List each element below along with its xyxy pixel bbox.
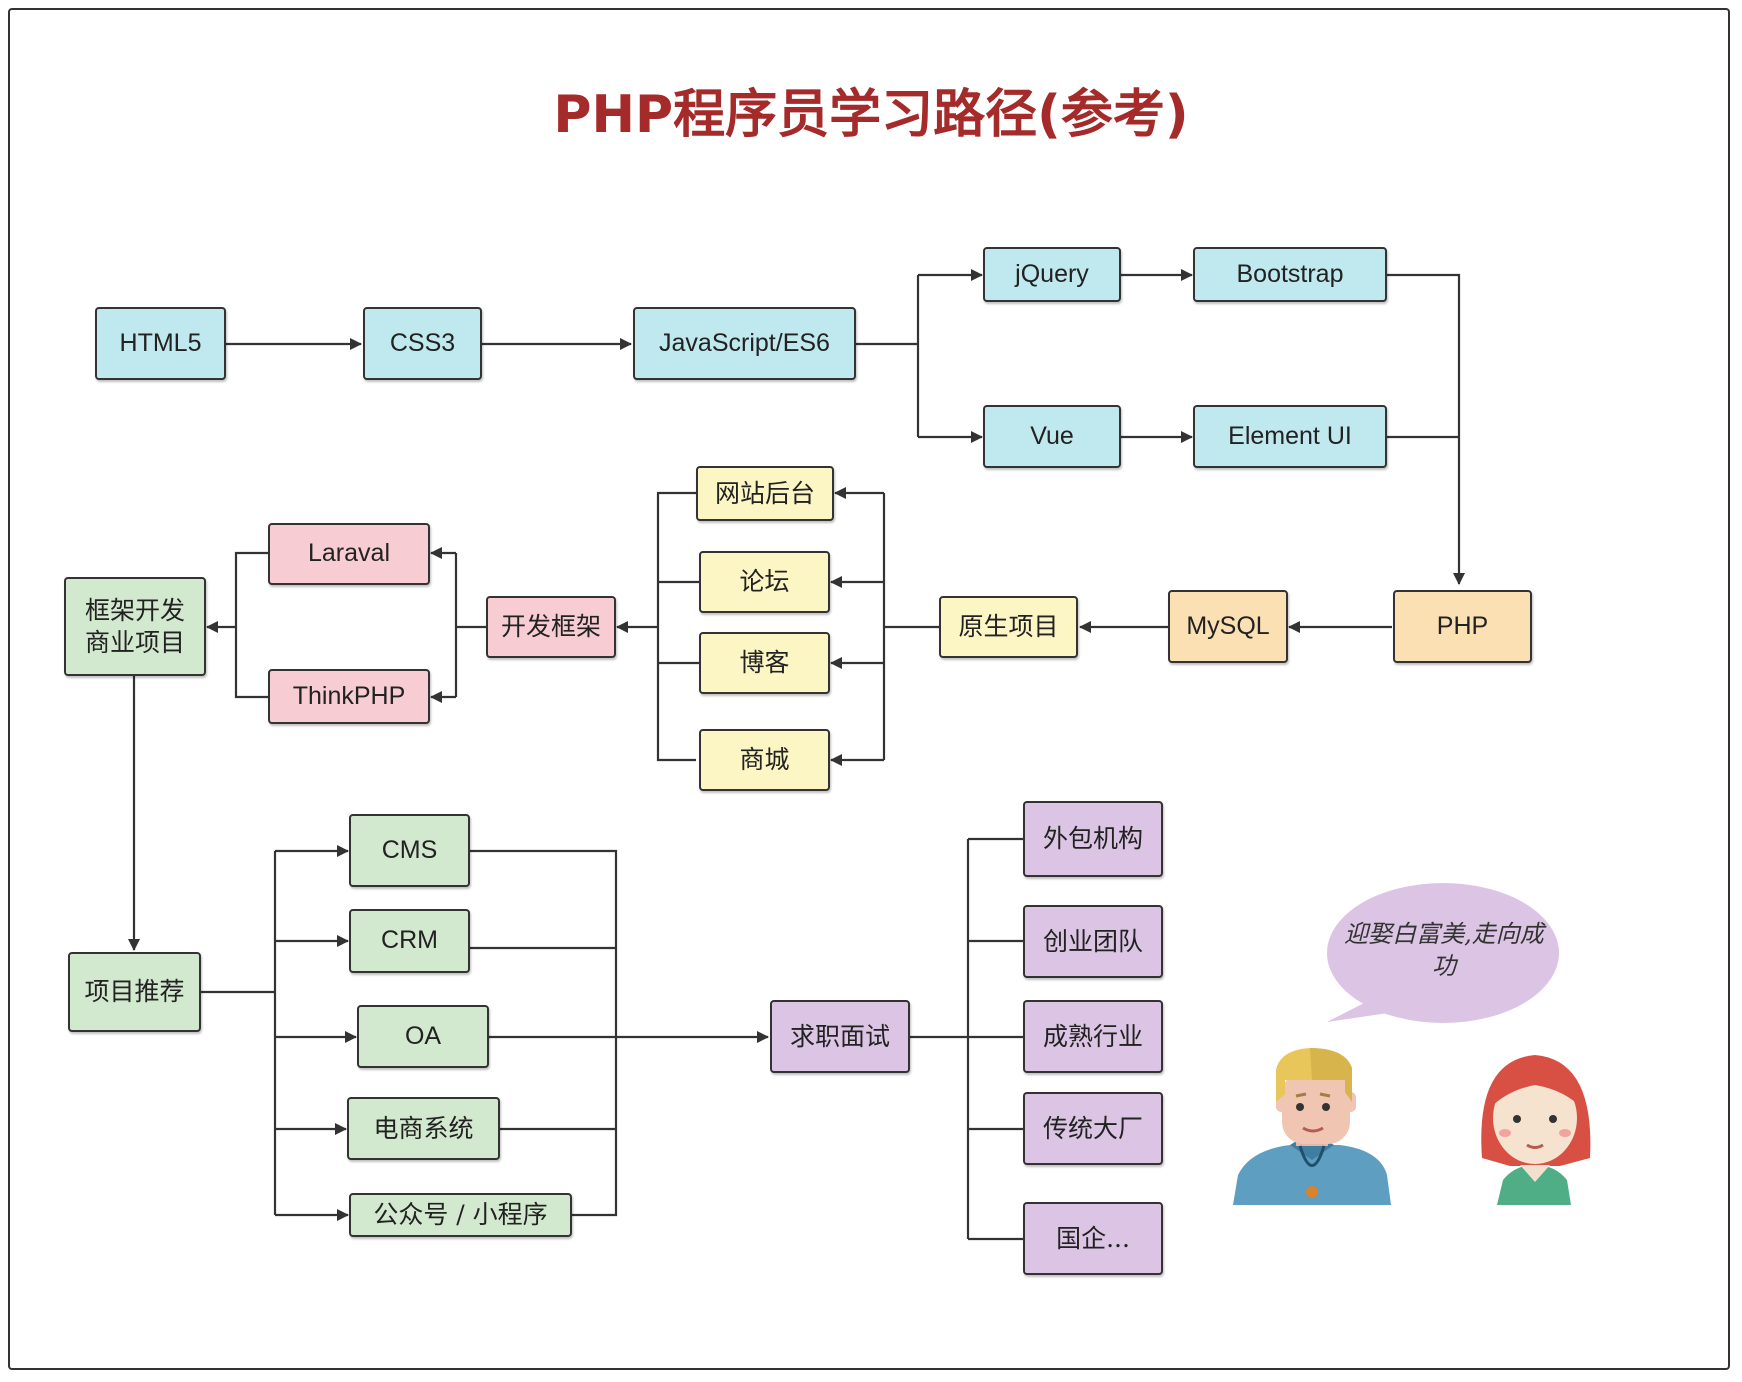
- job-interview-node[interactable]: 求职面试: [770, 1000, 910, 1073]
- mysql-node[interactable]: MySQL: [1168, 590, 1288, 663]
- vue-node[interactable]: Vue: [983, 405, 1121, 468]
- page-title: PHP程序员学习路径(参考): [553, 85, 1189, 145]
- framework-business-project-node[interactable]: 框架开发 商业项目: [64, 577, 206, 676]
- native-project-item[interactable]: 博客: [699, 632, 830, 694]
- recommended-project-item[interactable]: 电商系统: [347, 1097, 500, 1160]
- native-project-item[interactable]: 论坛: [699, 551, 830, 613]
- recommended-project-item[interactable]: 公众号 / 小程序: [349, 1193, 572, 1237]
- connector-job-branch: [910, 839, 970, 1239]
- job-interview-item[interactable]: 成熟行业: [1023, 1000, 1163, 1073]
- framework-node[interactable]: 开发框架: [486, 596, 616, 658]
- jquery-node[interactable]: jQuery: [983, 247, 1121, 302]
- bootstrap-node[interactable]: Bootstrap: [1193, 247, 1387, 302]
- diagram-frame: [8, 8, 1730, 1370]
- connector-recommend-branch: [201, 851, 277, 1215]
- job-interview-item[interactable]: 传统大厂: [1023, 1092, 1163, 1165]
- element-ui-node[interactable]: Element UI: [1193, 405, 1387, 468]
- html5-node[interactable]: HTML5: [95, 307, 226, 380]
- connector-recommend-to-job: [470, 849, 768, 1217]
- job-interview-item[interactable]: 创业团队: [1023, 905, 1163, 978]
- recommended-project-item[interactable]: CRM: [349, 909, 470, 973]
- laraval-node[interactable]: Laraval: [268, 523, 430, 585]
- connector-native-branch: [882, 493, 939, 760]
- connector-js-branch: [856, 275, 920, 437]
- javascript-node[interactable]: JavaScript/ES6: [633, 307, 856, 380]
- native-project-item[interactable]: 网站后台: [696, 466, 834, 521]
- php-node[interactable]: PHP: [1393, 590, 1532, 663]
- connector-frameworks-to-business: [207, 551, 268, 699]
- thinkphp-node[interactable]: ThinkPHP: [268, 669, 430, 724]
- connector-native-to-framework: [617, 491, 699, 762]
- job-interview-item[interactable]: 国企...: [1023, 1202, 1163, 1275]
- native-project-item[interactable]: 商城: [699, 729, 830, 791]
- woman-avatar-icon: [1481, 1055, 1591, 1205]
- connector-framework-branch: [454, 553, 486, 697]
- connector-bootstrap-php: [1387, 273, 1465, 585]
- job-interview-item[interactable]: 外包机构: [1023, 801, 1163, 877]
- css3-node[interactable]: CSS3: [363, 307, 482, 380]
- recommended-project-item[interactable]: OA: [357, 1005, 489, 1068]
- native-project-node[interactable]: 原生项目: [939, 596, 1078, 658]
- recommended-projects-node[interactable]: 项目推荐: [68, 952, 201, 1032]
- recommended-project-item[interactable]: CMS: [349, 814, 470, 887]
- man-avatar-icon: [1233, 1048, 1391, 1205]
- speech-bubble-text: 迎娶白富美,走向成功: [1344, 920, 1544, 981]
- speech-bubble: [1327, 883, 1559, 1023]
